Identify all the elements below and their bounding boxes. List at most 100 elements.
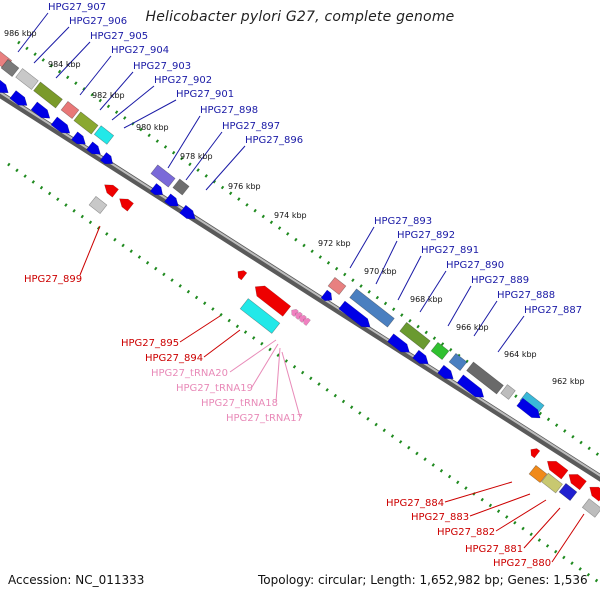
fwd-hpg27-898-label: HPG27_898 — [200, 105, 258, 116]
rev-hpg27-881-leader — [523, 507, 561, 549]
gene-block-a5 — [73, 111, 99, 135]
gene-block-s0 — [528, 464, 548, 484]
gene-arrow-a3 — [50, 116, 71, 134]
fwd-hpg27-903-leader — [99, 71, 134, 111]
labels-layer: 986 kbp 984 kbp 982 kbp 980 kbp 978 kbp 976 k… — [4, 2, 585, 569]
fwd-hpg27-887-label: HPG27_887 — [524, 305, 582, 316]
scale-tick-976: 976 kbp — [228, 182, 261, 191]
gene-arrow-r1 — [119, 198, 134, 212]
genome-summary-text: Topology: circular; Length: 1,652,982 bp… — [258, 573, 588, 587]
gene-arrow-a0 — [0, 79, 9, 94]
scale-tick-968: 968 kbp — [410, 295, 443, 304]
fwd-hpg27-906-label: HPG27_906 — [69, 16, 127, 27]
trna-hpg27-trna18-leader — [275, 347, 281, 403]
fwd-hpg27-891-label: HPG27_891 — [421, 245, 479, 256]
fwd-hpg27-896-leader — [205, 145, 246, 191]
rev-hpg27-880-label: HPG27_880 — [493, 558, 551, 569]
fwd-hpg27-901-leader — [123, 99, 177, 129]
fwd-hpg27-907-label: HPG27_907 — [48, 2, 106, 13]
rev-hpg27-883-label: HPG27_883 — [411, 512, 469, 523]
fwd-hpg27-897-label: HPG27_897 — [222, 121, 280, 132]
gene-arrow-c2 — [387, 333, 410, 353]
gene-arrow-c3 — [412, 349, 429, 365]
gene-arrow-s1 — [546, 460, 569, 480]
gene-arrow-b0 — [149, 183, 164, 196]
fwd-hpg27-904-leader — [79, 55, 112, 96]
gene-arrow-c6 — [516, 397, 541, 419]
gene-arrow-s3 — [589, 486, 600, 502]
rev-hpg27-881-label: HPG27_881 — [465, 544, 523, 555]
scale-tick-962: 962 kbp — [552, 377, 585, 386]
gene-block-r1 — [239, 298, 281, 334]
fwd-hpg27-904-label: HPG27_904 — [111, 45, 169, 56]
fwd-hpg27-905-label: HPG27_905 — [90, 31, 148, 42]
gene-arrow-b1 — [164, 193, 179, 207]
gene-arrow-a4 — [71, 131, 86, 145]
scale-tick-986: 986 kbp — [4, 29, 37, 38]
gene-arrow-b2 — [179, 204, 196, 220]
fwd-hpg27-902-leader — [111, 85, 155, 121]
rev-hpg27-899-leader — [79, 225, 101, 276]
gene-block-a1 — [0, 58, 20, 78]
rev-hpg27-884-label: HPG27_884 — [386, 498, 444, 509]
scale-tick-974: 974 kbp — [274, 211, 307, 220]
scale-tick-978: 978 kbp — [180, 152, 213, 161]
scale-tick-984: 984 kbp — [48, 60, 81, 69]
trna-hpg27-trna20-label: HPG27_tRNA20 — [151, 368, 228, 379]
fwd-hpg27-890-leader — [419, 270, 447, 313]
rev-hpg27-882-label: HPG27_882 — [437, 527, 495, 538]
rev-hpg27-894-leader — [203, 329, 241, 358]
gene-arrow-r0 — [104, 184, 119, 198]
trna-hpg27-trna20-leader — [229, 339, 277, 373]
gene-arrow-a2 — [30, 101, 51, 119]
rev-hpg27-883-leader — [469, 493, 531, 517]
rev-hpg27-882-leader — [495, 499, 547, 532]
rev-hpg27-884-leader — [444, 481, 513, 503]
fwd-hpg27-902-label: HPG27_902 — [154, 75, 212, 86]
gene-block-s2 — [558, 482, 578, 502]
fwd-hpg27-891-leader — [397, 255, 422, 301]
gene-block-a6 — [93, 125, 115, 145]
fwd-hpg27-889-leader — [447, 285, 472, 327]
gene-arrow-c4 — [437, 364, 454, 380]
fwd-hpg27-892-leader — [375, 240, 398, 285]
trna-glyph-2 — [299, 314, 307, 323]
gene-block-c0 — [327, 276, 347, 296]
rev-hpg27-895-leader — [179, 315, 221, 343]
rev-hpg27-894-label: HPG27_894 — [145, 353, 203, 364]
trna-hpg27-trna19-leader — [251, 343, 279, 388]
fwd-hpg27-888-label: HPG27_888 — [497, 290, 555, 301]
scale-tick-982: 982 kbp — [92, 91, 125, 100]
gene-features-layer — [0, 51, 600, 518]
fwd-hpg27-888-leader — [473, 300, 498, 337]
trna-glyph-1 — [295, 311, 303, 320]
scale-tick-972: 972 kbp — [318, 239, 351, 248]
page-title: Helicobacter pylori G27, complete genome — [145, 9, 455, 25]
scale-tick-970: 970 kbp — [364, 267, 397, 276]
gene-block-r0 — [88, 195, 108, 215]
gene-arrow-a1 — [9, 90, 28, 106]
trna-hpg27-trna18-label: HPG27_tRNA18 — [201, 398, 278, 409]
rev-hpg27-880-leader — [551, 513, 585, 563]
gene-arrow-c5 — [456, 374, 485, 398]
rev-hpg27-895-label: HPG27_895 — [121, 338, 179, 349]
trna-hpg27-trna19-label: HPG27_tRNA19 — [176, 383, 253, 394]
gene-block-a3 — [33, 81, 63, 109]
scale-tick-980: 980 kbp — [136, 123, 169, 132]
fwd-hpg27-889-label: HPG27_889 — [471, 275, 529, 286]
gene-block-a4 — [60, 100, 80, 120]
gene-arrow-s0 — [530, 448, 541, 459]
gene-block-c4 — [448, 352, 468, 372]
accession-text: Accession: NC_011333 — [8, 573, 145, 587]
trna-glyph-0 — [291, 308, 299, 317]
tick-dots-layer — [7, 40, 600, 585]
fwd-hpg27-893-leader — [349, 226, 375, 269]
gene-block-c5 — [466, 361, 504, 395]
gene-block-a2 — [15, 68, 39, 90]
gene-arrow-a6 — [99, 152, 114, 165]
scale-tick-966: 966 kbp — [456, 323, 489, 332]
gene-block-b0 — [150, 164, 176, 188]
tick-line-inner — [7, 162, 600, 585]
fwd-hpg27-906-leader — [33, 26, 70, 64]
